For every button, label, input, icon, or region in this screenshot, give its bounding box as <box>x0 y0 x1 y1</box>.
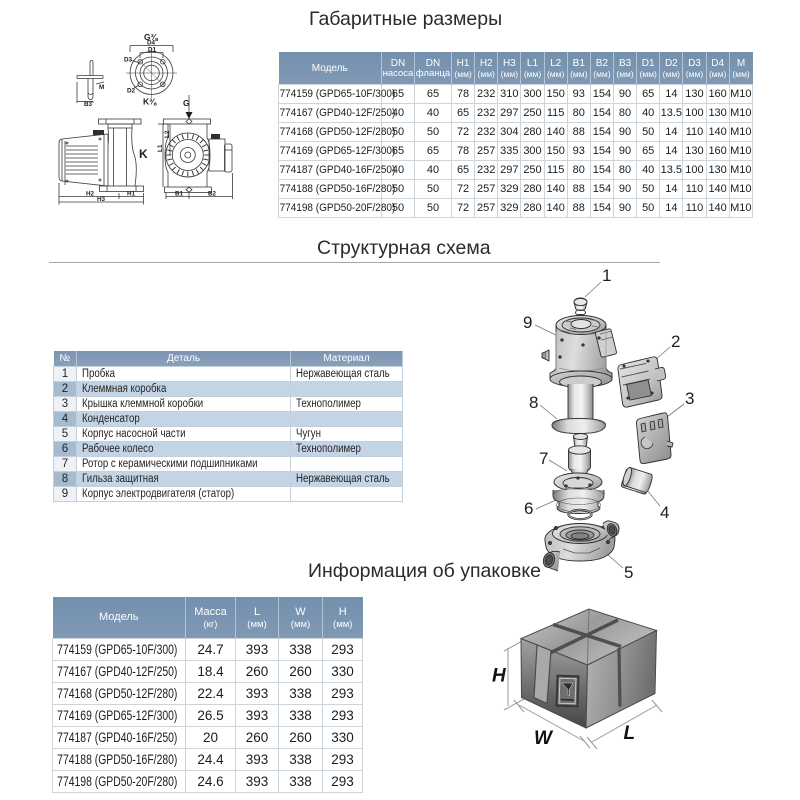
svg-text:1: 1 <box>602 266 611 285</box>
svg-text:L: L <box>624 723 636 744</box>
svg-text:B3: B3 <box>84 101 93 108</box>
svg-text:G⅜: G⅜ <box>144 32 159 42</box>
svg-text:D1: D1 <box>148 47 157 54</box>
svg-text:4: 4 <box>660 503 669 522</box>
svg-text:D3: D3 <box>124 57 133 64</box>
svg-text:D4: D4 <box>147 40 156 47</box>
svg-text:3: 3 <box>685 389 694 408</box>
svg-text:H: H <box>492 666 507 687</box>
svg-text:L1: L1 <box>157 144 164 152</box>
svg-text:5: 5 <box>624 563 633 582</box>
svg-text:2: 2 <box>671 332 680 351</box>
svg-text:L2: L2 <box>164 130 171 138</box>
svg-text:H2: H2 <box>86 191 95 198</box>
svg-text:M: M <box>99 84 104 91</box>
svg-text:6: 6 <box>524 499 533 518</box>
svg-text:K: K <box>139 147 148 161</box>
svg-text:B1: B1 <box>175 191 184 198</box>
svg-text:8: 8 <box>529 393 538 412</box>
svg-text:H1: H1 <box>127 191 136 198</box>
svg-text:H3: H3 <box>97 196 106 203</box>
svg-text:7: 7 <box>539 449 548 468</box>
svg-text:K⅜: K⅜ <box>143 97 157 107</box>
svg-text:D2: D2 <box>127 88 136 95</box>
svg-text:W: W <box>534 728 554 749</box>
svg-text:G: G <box>183 98 190 108</box>
svg-text:9: 9 <box>523 313 532 332</box>
svg-text:B2: B2 <box>208 191 217 198</box>
